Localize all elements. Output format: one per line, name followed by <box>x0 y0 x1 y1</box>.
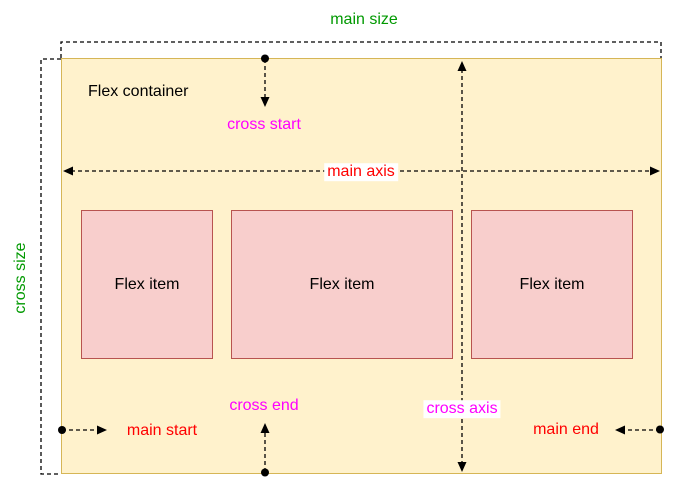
main-start-label: main start <box>126 422 198 440</box>
cross-start-label: cross start <box>227 116 301 134</box>
cross-axis-label: cross axis <box>423 400 501 418</box>
flex-item-label: Flex item <box>114 275 180 293</box>
flex-item: Flex item <box>231 210 453 359</box>
flex-item: Flex item <box>471 210 633 359</box>
cross-size-bracket <box>40 58 61 475</box>
cross-size-label: cross size <box>12 242 30 314</box>
main-axis-label: main axis <box>324 163 398 181</box>
main-size-label: main size <box>330 11 398 29</box>
flex-item: Flex item <box>81 210 213 359</box>
main-size-bracket <box>60 41 662 58</box>
flex-item-label: Flex item <box>309 275 375 293</box>
flex-item-label: Flex item <box>519 275 585 293</box>
cross-end-label: cross end <box>229 397 299 415</box>
main-end-label: main end <box>533 421 599 439</box>
flex-container-label: Flex container <box>88 83 189 100</box>
